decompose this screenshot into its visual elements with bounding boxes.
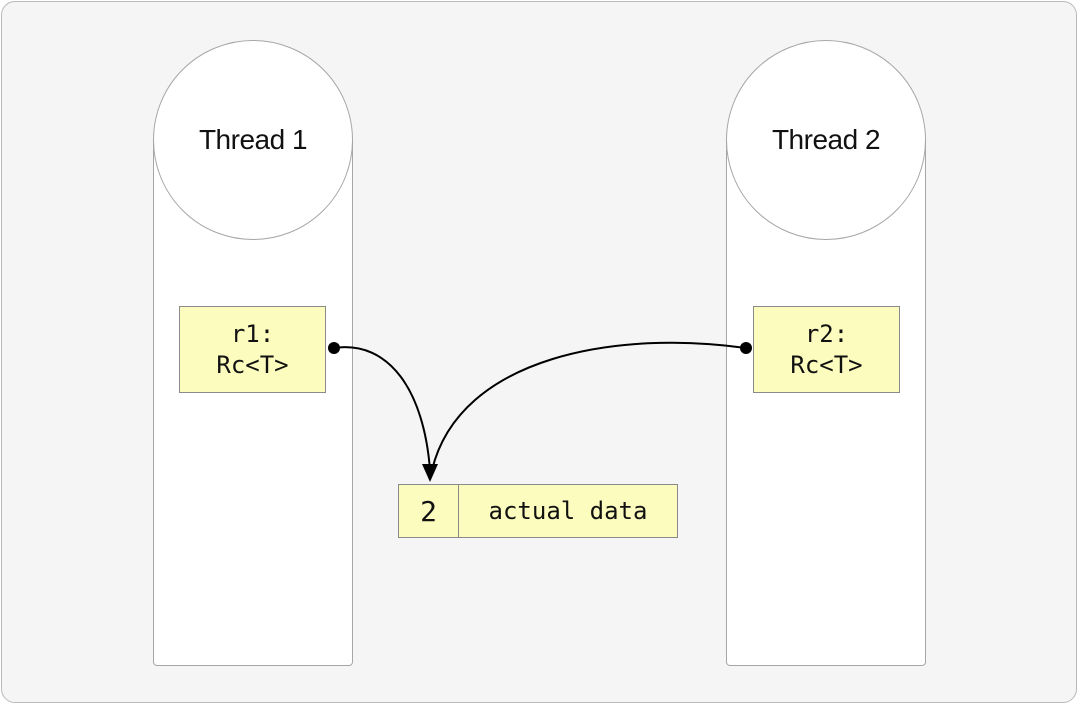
reference-count: 2 bbox=[399, 485, 459, 537]
r1-pointer-origin bbox=[328, 342, 340, 354]
thread-1-label: Thread 1 bbox=[198, 124, 308, 155]
r1-type: Rc<T> bbox=[216, 350, 289, 379]
actual-data-label: actual data bbox=[488, 497, 648, 525]
thread-1-header: Thread 1 bbox=[153, 40, 353, 240]
r2-reference-box: r2: Rc<T> bbox=[753, 306, 900, 393]
r2-pointer-arrow bbox=[431, 341, 747, 471]
thread-1-lane: Thread 1 bbox=[153, 40, 353, 666]
thread-2-header: Thread 2 bbox=[726, 40, 926, 240]
shared-data-box: 2 actual data bbox=[398, 484, 678, 538]
r1-arrow-head bbox=[422, 464, 438, 482]
r1-pointer-arrow bbox=[333, 346, 431, 471]
thread-2-label: Thread 2 bbox=[771, 124, 881, 155]
r1-name: r1: bbox=[230, 319, 275, 348]
thread-2-lane: Thread 2 bbox=[726, 40, 926, 666]
r2-pointer-origin bbox=[740, 342, 752, 354]
r1-reference-box: r1: Rc<T> bbox=[179, 306, 326, 393]
r2-type: Rc<T> bbox=[790, 350, 863, 379]
r2-name: r2: bbox=[804, 319, 849, 348]
